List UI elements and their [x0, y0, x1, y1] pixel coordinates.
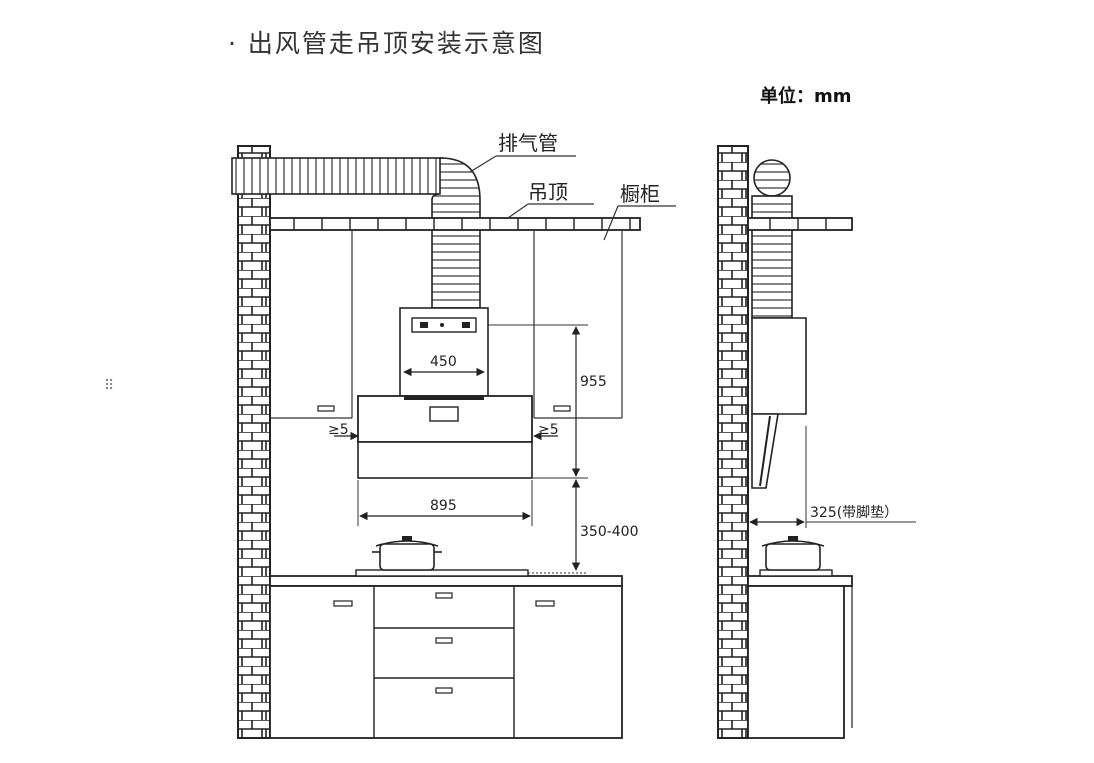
side-exhaust-duct	[751, 195, 793, 319]
hood-bottom-panel	[357, 441, 533, 479]
dimension-350-400: 350-400	[580, 524, 639, 540]
suspended-ceiling	[269, 217, 641, 231]
pot-icon	[372, 536, 442, 571]
base-cabinet	[269, 585, 623, 739]
label-cabinet: 橱柜	[620, 182, 660, 206]
front-view: 排气管 吊顶 橱柜 450 955 350-400 895 ≥5 ≥5	[231, 131, 676, 739]
dimension-955: 955	[580, 374, 607, 390]
diagram-title: · 出风管走吊顶安装示意图	[228, 29, 545, 58]
side-ceiling	[747, 217, 853, 231]
dimension-895: 895	[430, 498, 457, 514]
drag-handle-icon[interactable]: ⠿	[104, 378, 114, 394]
clearance-left: ≥5	[328, 422, 349, 438]
exhaust-duct-vertical	[431, 219, 481, 309]
brick-wall-right	[717, 145, 749, 739]
label-exhaust-pipe: 排气管	[498, 131, 558, 155]
gas-stove	[355, 569, 529, 577]
side-pot-icon	[761, 536, 825, 571]
cabinet-handle-right	[553, 405, 571, 412]
exhaust-duct-section	[753, 159, 791, 197]
label-ceiling: 吊顶	[528, 180, 568, 204]
side-base-cabinet	[747, 585, 845, 739]
dimension-450: 450	[430, 354, 457, 370]
exhaust-duct-elbow	[431, 157, 481, 221]
side-countertop	[747, 575, 853, 587]
kitchen-countertop	[269, 575, 623, 587]
cabinet-handle-left	[317, 405, 335, 412]
exhaust-duct-horizontal	[231, 157, 443, 195]
dimension-325: 325(带脚垫）	[810, 505, 898, 521]
unit-label: 单位：mm	[760, 86, 852, 107]
side-hood-upper	[751, 317, 807, 415]
brick-wall-left	[237, 145, 271, 739]
clearance-right: ≥5	[538, 422, 559, 438]
side-view: 325(带脚垫）	[717, 145, 916, 739]
